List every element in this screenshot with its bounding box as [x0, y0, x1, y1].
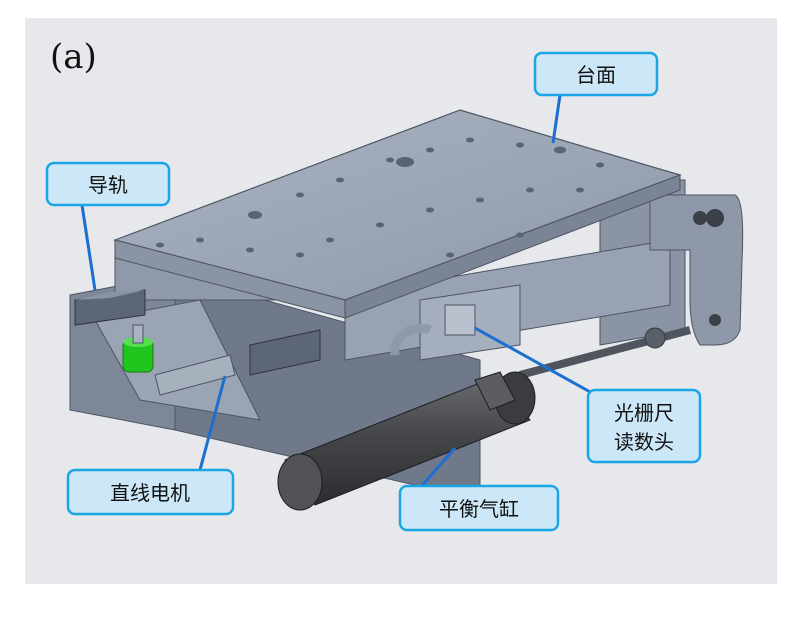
- panel-label: (a): [50, 37, 97, 77]
- leader-line: [198, 375, 227, 471]
- callout-balance-cylinder: 平衡气缸: [398, 447, 560, 532]
- callout-bubble: [45, 161, 171, 207]
- callout-bubble: [586, 388, 702, 464]
- balance-cylinder: [277, 371, 536, 511]
- leader-line: [80, 204, 97, 291]
- callout-label-grating-head-line1: 光栅尺: [614, 401, 674, 425]
- callout-bubble: [398, 484, 560, 532]
- callout-label-grating-head-line2: 读数头: [614, 430, 674, 454]
- callout-grating-head: 光栅尺 读数头: [474, 326, 702, 464]
- callout-label-guide-rail: 导轨: [88, 173, 128, 197]
- callout-label-balance-cylinder: 平衡气缸: [439, 497, 519, 521]
- callout-table-top: 台面: [533, 51, 659, 144]
- guide-rail: [74, 289, 321, 376]
- callout-label-table-top: 台面: [576, 63, 616, 87]
- leader-line: [551, 94, 562, 144]
- table-top: [113, 109, 682, 319]
- callout-label-linear-motor: 直线电机: [110, 481, 190, 505]
- callout-guide-rail: 导轨: [45, 161, 171, 291]
- callout-bubble: [533, 51, 659, 97]
- leader-line: [418, 447, 457, 489]
- linear-motor: [122, 324, 236, 396]
- leader-line: [474, 326, 593, 395]
- callout-bubble: [66, 468, 235, 516]
- callout-linear-motor: 直线电机: [66, 375, 235, 516]
